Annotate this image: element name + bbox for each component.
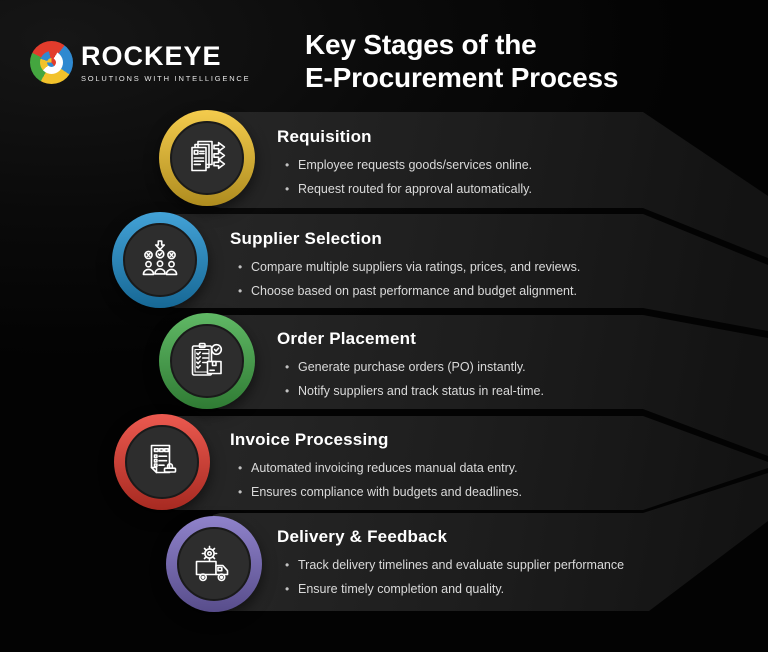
invoice-processing-badge	[114, 414, 210, 510]
stage-bullets: Generate purchase orders (PO) instantly.…	[277, 355, 747, 403]
page-title-line2: E-Procurement Process	[305, 62, 619, 93]
stage-invoice-processing: Invoice Processing Automated invoicing r…	[230, 430, 700, 504]
stage-bullet: Notify suppliers and track status in rea…	[277, 379, 747, 403]
rockeye-swirl-logo-icon	[30, 41, 73, 84]
stage-supplier-selection: Supplier Selection Compare multiple supp…	[230, 229, 700, 303]
stage-title: Requisition	[277, 127, 372, 146]
stage-bullet: Generate purchase orders (PO) instantly.	[277, 355, 747, 379]
brand-tagline: SOLUTIONS WITH INTELLIGENCE	[81, 73, 251, 83]
stage-bullet: Choose based on past performance and bud…	[230, 279, 700, 303]
stage-title: Supplier Selection	[230, 229, 382, 248]
stage-bullets: Automated invoicing reduces manual data …	[230, 456, 700, 504]
stage-delivery-feedback: Delivery & Feedback Track delivery timel…	[277, 527, 747, 601]
stage-order-placement: Order Placement Generate purchase orders…	[277, 329, 747, 403]
supplier-comparison-icon	[123, 223, 197, 297]
stage-title: Delivery & Feedback	[277, 527, 448, 546]
stage-title: Invoice Processing	[230, 430, 389, 449]
order-checklist-box-icon	[170, 324, 244, 398]
stage-bullets: Track delivery timelines and evaluate su…	[277, 553, 747, 601]
stage-title: Order Placement	[277, 329, 417, 348]
stage-bullet: Ensure timely completion and quality.	[277, 577, 747, 601]
documents-with-arrows-icon	[170, 121, 244, 195]
page-title-line1: Key Stages of the	[305, 29, 537, 60]
stage-bullet: Track delivery timelines and evaluate su…	[277, 553, 747, 577]
page-title: Key Stages of the E-Procurement Process	[305, 28, 618, 94]
supplier-selection-badge	[112, 212, 208, 308]
stage-bullet: Compare multiple suppliers via ratings, …	[230, 255, 700, 279]
delivery-feedback-badge	[166, 516, 262, 612]
brand-text: ROCKEYE SOLUTIONS WITH INTELLIGENCE	[81, 40, 251, 83]
order-placement-badge	[159, 313, 255, 409]
delivery-truck-gear-icon	[177, 527, 251, 601]
stage-bullet: Ensures compliance with budgets and dead…	[230, 480, 700, 504]
stage-bullet: Request routed for approval automaticall…	[277, 177, 747, 201]
requisition-badge	[159, 110, 255, 206]
brand-logo-group: ROCKEYE SOLUTIONS WITH INTELLIGENCE	[30, 41, 250, 84]
stage-bullets: Compare multiple suppliers via ratings, …	[230, 255, 700, 303]
stage-bullet: Employee requests goods/services online.	[277, 153, 747, 177]
stage-requisition: Requisition Employee requests goods/serv…	[277, 127, 747, 201]
invoice-stamp-icon	[125, 425, 199, 499]
stage-bullets: Employee requests goods/services online.…	[277, 153, 747, 201]
stage-bullet: Automated invoicing reduces manual data …	[230, 456, 700, 480]
brand-name: ROCKEYE	[81, 40, 222, 71]
